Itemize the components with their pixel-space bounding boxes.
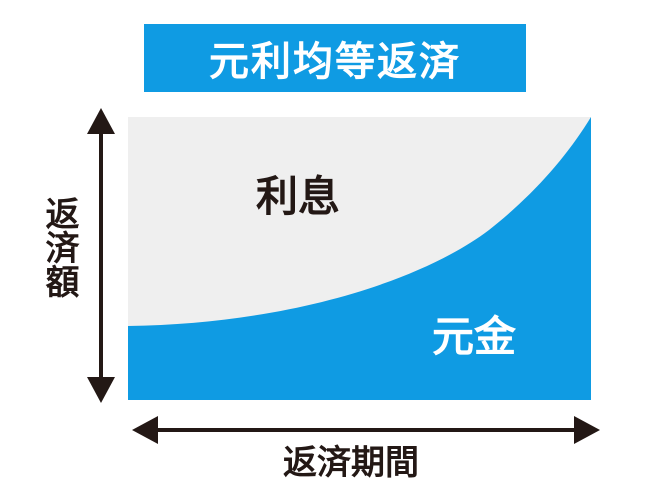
page-title: 元利均等返済 — [209, 39, 461, 85]
y-axis-label: 返済額 — [39, 196, 79, 298]
principal-area — [128, 117, 591, 400]
interest-label: 利息 — [256, 172, 341, 221]
x-arrow-right-head — [574, 416, 600, 444]
x-axis-label: 返済期間 — [283, 443, 419, 483]
title-banner-background — [144, 24, 526, 92]
y-axis-arrow — [87, 108, 115, 403]
title-banner: 元利均等返済 — [144, 24, 526, 92]
y-arrow-down-head — [87, 377, 115, 403]
y-arrow-up-head — [87, 108, 115, 134]
principal-label: 元金 — [432, 312, 517, 361]
x-arrow-left-head — [132, 416, 158, 444]
x-axis-arrow — [132, 416, 600, 444]
